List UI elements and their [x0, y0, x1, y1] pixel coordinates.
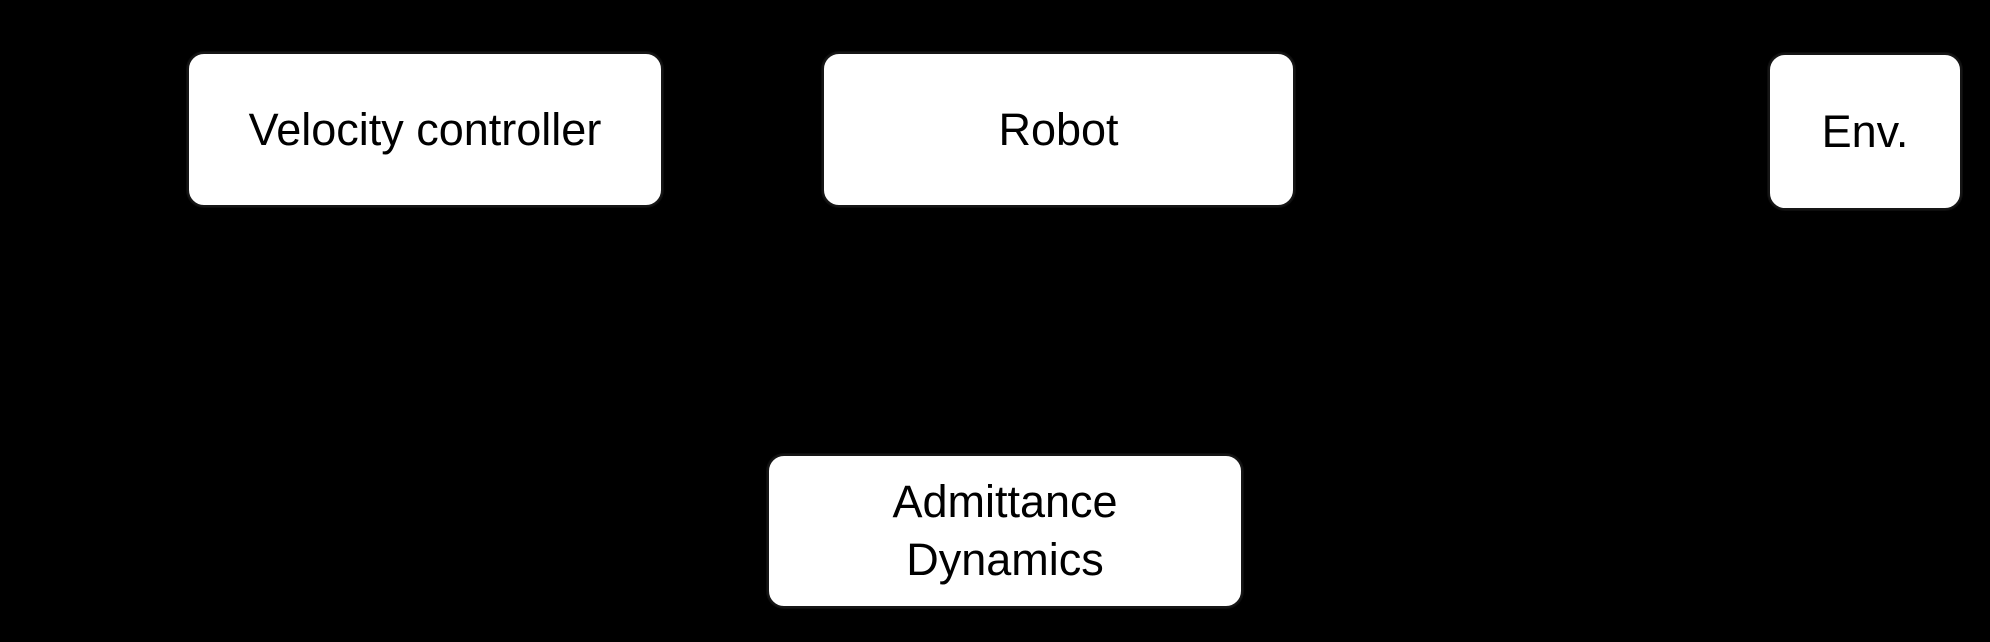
- node-admittance-dynamics: Admittance Dynamics: [767, 454, 1243, 608]
- node-robot: Robot: [822, 52, 1295, 207]
- node-velocity-controller: Velocity controller: [187, 52, 663, 207]
- node-admittance-dynamics-label: Admittance Dynamics: [892, 473, 1117, 588]
- node-velocity-controller-label: Velocity controller: [248, 103, 602, 155]
- admittance-line-2: Dynamics: [906, 534, 1104, 585]
- admittance-line-1: Admittance: [892, 476, 1118, 528]
- node-robot-label: Robot: [998, 103, 1119, 155]
- node-env: Env.: [1768, 53, 1962, 210]
- node-env-label: Env.: [1821, 105, 1909, 157]
